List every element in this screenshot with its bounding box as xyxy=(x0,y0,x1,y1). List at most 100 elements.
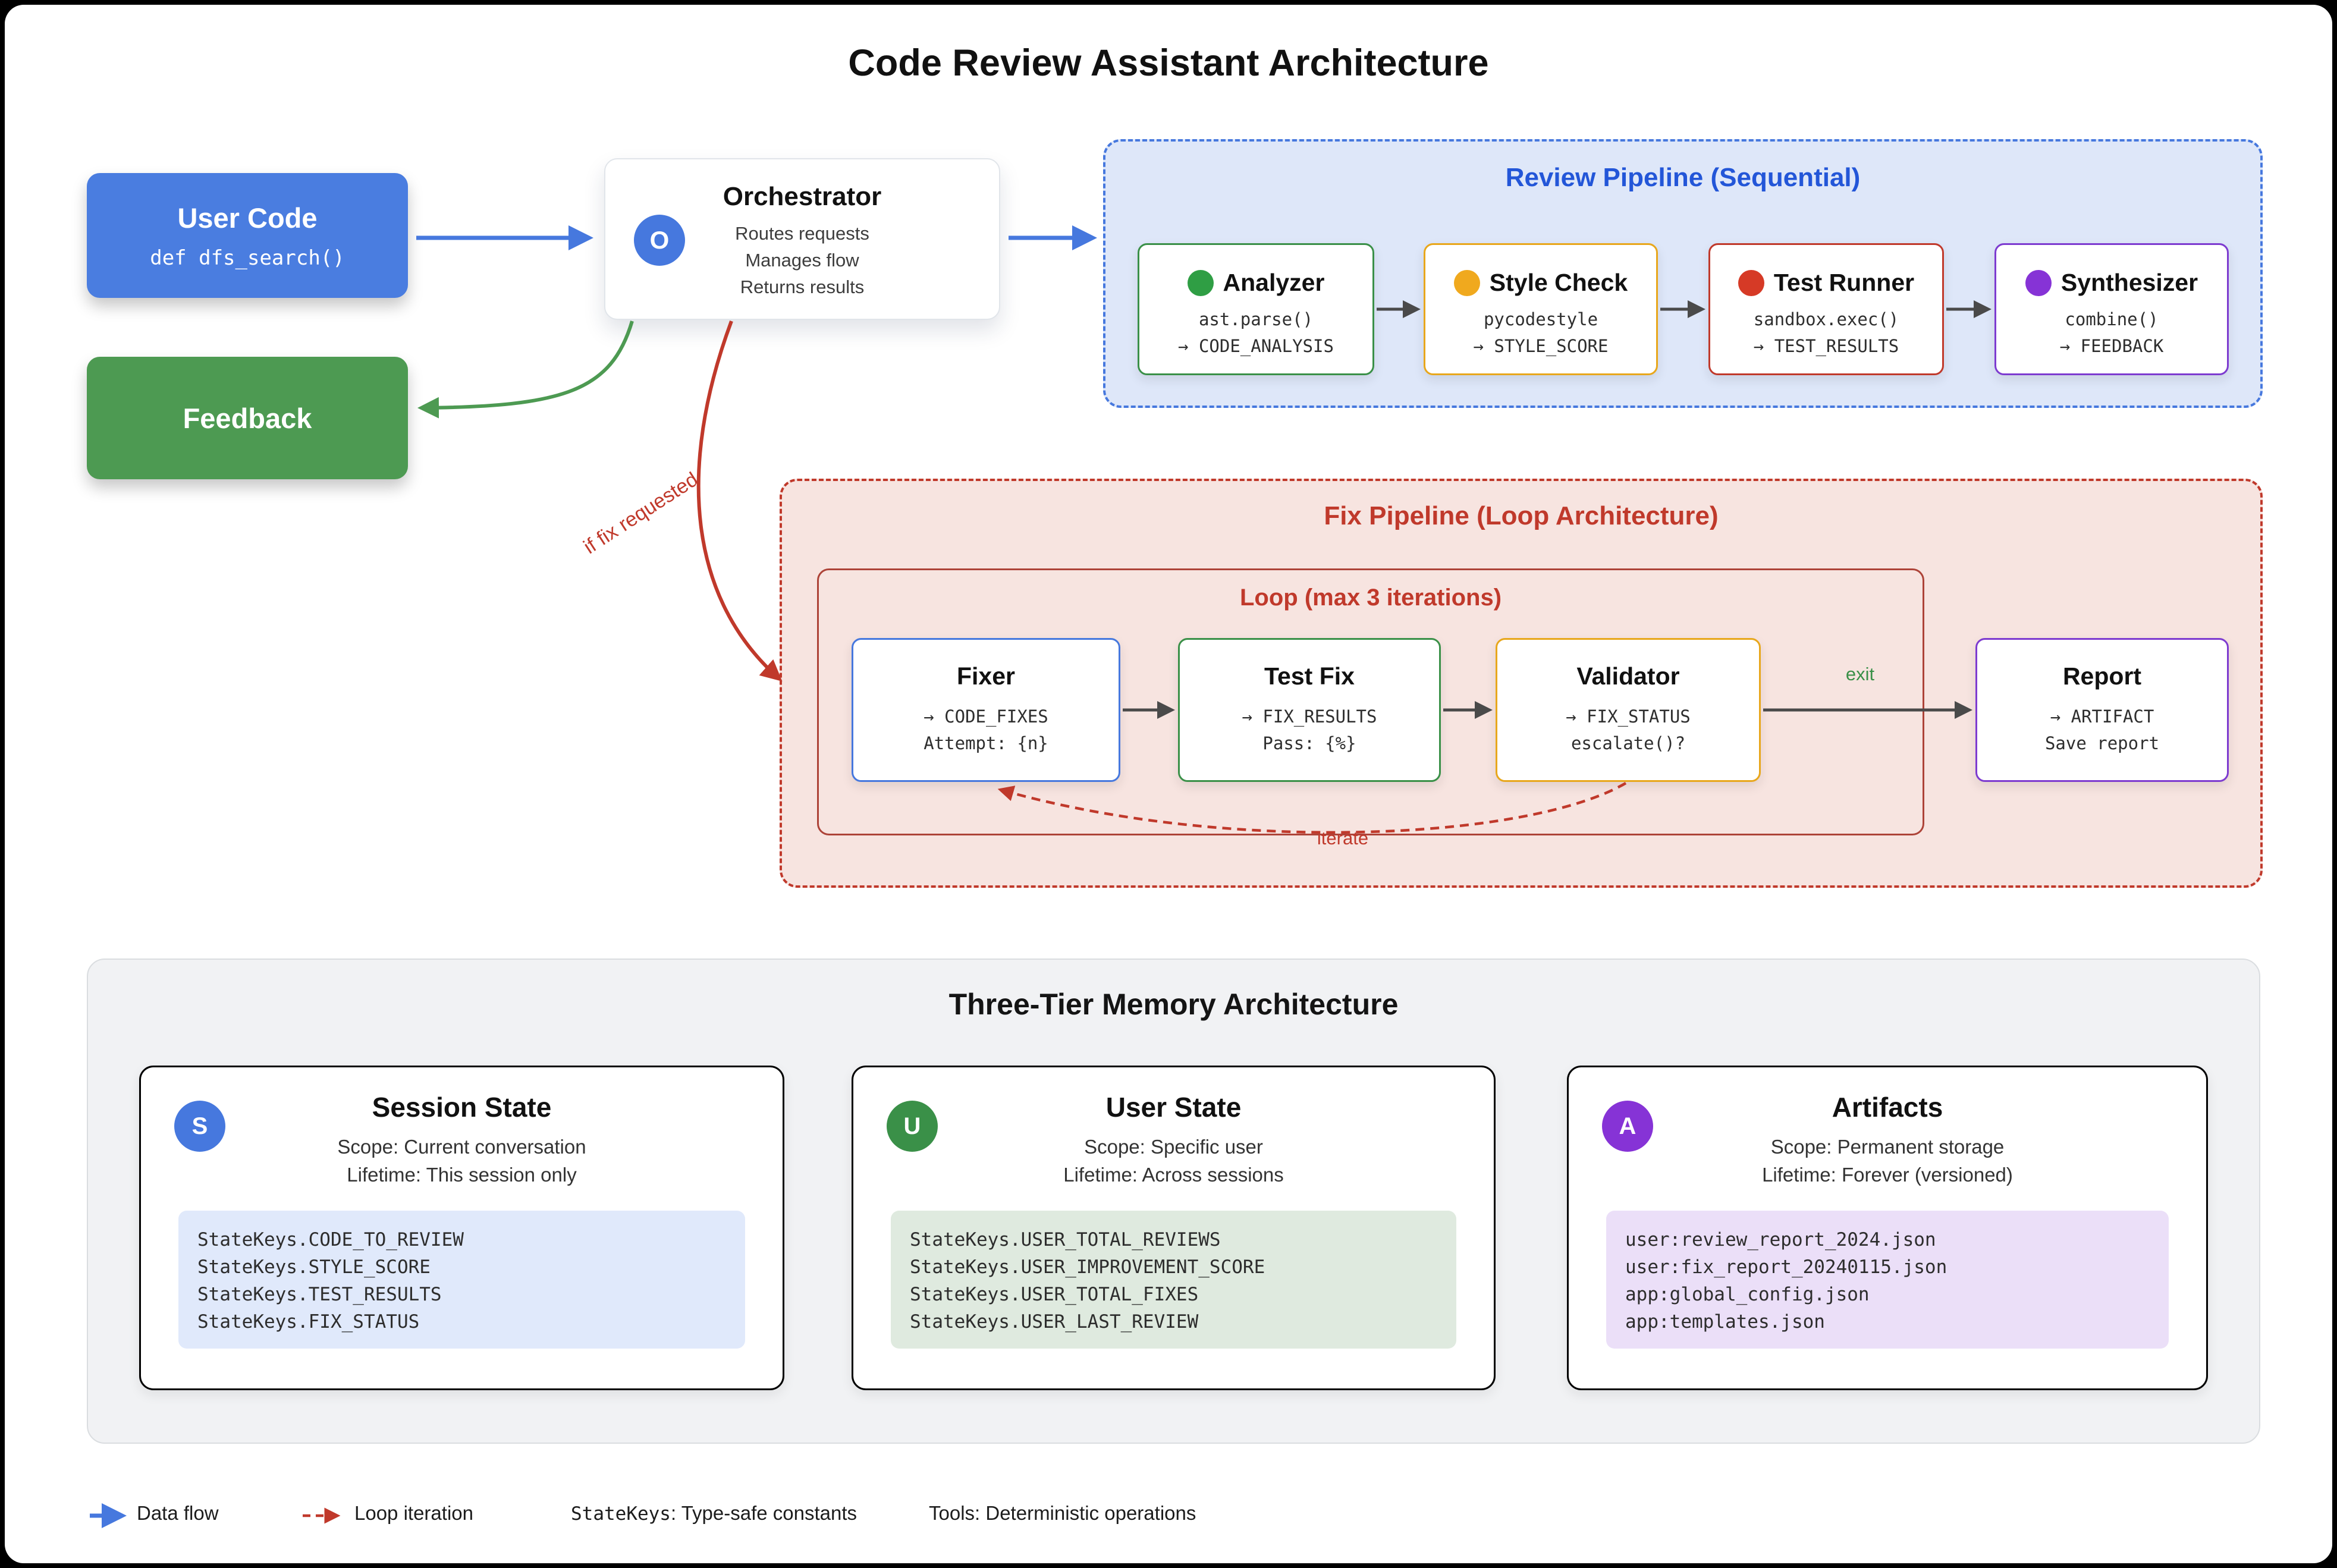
fixer-attempt: Attempt: {n} xyxy=(924,733,1048,753)
fix-pipeline-title: Fix Pipeline (Loop Architecture) xyxy=(1324,501,1719,530)
orchestrator-title: Orchestrator xyxy=(723,182,882,211)
orchestrator-to-fix-pipeline-arrow xyxy=(696,320,783,681)
style-check-dot-icon xyxy=(1453,269,1480,296)
validator-title: Validator xyxy=(1576,662,1680,690)
user-state-card: U User State Scope: Specific user Lifeti… xyxy=(852,1066,1496,1390)
state-key: StateKeys.USER_LAST_REVIEW xyxy=(910,1311,1199,1333)
test-runner-tool: sandbox.exec() xyxy=(1753,309,1899,329)
orchestrator-icon: O xyxy=(634,215,685,266)
orchestrator-line: Manages flow xyxy=(745,250,859,271)
exit-arrow-label: exit xyxy=(1845,664,1875,684)
iterate-arrow-label: iterate xyxy=(1317,828,1369,849)
synthesizer-output: → FEEDBACK xyxy=(2059,336,2164,356)
analyzer-title: Analyzer xyxy=(1223,269,1325,296)
validator-escalate: escalate()? xyxy=(1570,733,1686,753)
fixer-output: → CODE_FIXES xyxy=(924,706,1048,727)
artifact-file: user:review_report_2024.json xyxy=(1625,1229,1936,1250)
user-code-title: User Code xyxy=(177,202,318,234)
validator-node: Validator → FIX_STATUS escalate()? xyxy=(1496,638,1761,782)
state-key: StateKeys.USER_TOTAL_REVIEWS xyxy=(910,1229,1221,1250)
test-runner-title: Test Runner xyxy=(1773,269,1915,296)
style-check-header: Style Check xyxy=(1453,269,1628,297)
synthesizer-tool: combine() xyxy=(2065,309,2159,329)
report-title: Report xyxy=(2062,662,2142,690)
review-pipeline-title: Review Pipeline (Sequential) xyxy=(1505,163,1861,192)
state-key: StateKeys.STYLE_SCORE xyxy=(197,1256,431,1278)
user-code-snippet: def dfs_search() xyxy=(150,246,345,270)
session-title: Session State xyxy=(372,1092,552,1123)
artifact-file: app:templates.json xyxy=(1625,1311,1825,1333)
loop-title: Loop (max 3 iterations) xyxy=(1239,585,1502,611)
orchestrator-node: O Orchestrator Routes requests Manages f… xyxy=(604,158,1000,320)
user-code-node: User Code def dfs_search() xyxy=(87,173,408,298)
session-lifetime: Lifetime: This session only xyxy=(347,1164,577,1186)
style-check-title: Style Check xyxy=(1489,269,1628,296)
state-key: StateKeys.TEST_RESULTS xyxy=(197,1284,442,1305)
test-fix-pass: Pass: {%} xyxy=(1262,733,1356,753)
page-title: Code Review Assistant Architecture xyxy=(848,42,1489,84)
test-runner-output: → TEST_RESULTS xyxy=(1753,336,1899,356)
test-fix-node: Test Fix → FIX_RESULTS Pass: {%} xyxy=(1178,638,1441,782)
artifacts-card: A Artifacts Scope: Permanent storage Lif… xyxy=(1567,1066,2208,1390)
analyzer-node: Analyzer ast.parse() → CODE_ANALYSIS xyxy=(1138,243,1374,375)
orchestrator-line: Returns results xyxy=(740,276,865,297)
test-fix-title: Test Fix xyxy=(1264,662,1355,690)
artifacts-lifetime: Lifetime: Forever (versioned) xyxy=(1762,1164,2013,1186)
analyzer-dot-icon xyxy=(1187,269,1214,296)
session-keys-box: StateKeys.CODE_TO_REVIEW StateKeys.STYLE… xyxy=(178,1211,745,1349)
feedback-node: Feedback xyxy=(87,357,408,479)
artifacts-keys-box: user:review_report_2024.json user:fix_re… xyxy=(1606,1211,2169,1349)
artifacts-scope: Scope: Permanent storage xyxy=(1770,1136,2005,1158)
user-lifetime: Lifetime: Across sessions xyxy=(1063,1164,1284,1186)
legend-data-flow: Data flow xyxy=(137,1502,219,1524)
synthesizer-header: Synthesizer xyxy=(2025,269,2198,297)
legend-loop-iteration: Loop iteration xyxy=(354,1502,473,1524)
test-fix-output: → FIX_RESULTS xyxy=(1242,706,1377,727)
user-badge-icon: U xyxy=(887,1101,938,1152)
loop-container: Loop (max 3 iterations) xyxy=(817,568,1924,835)
session-badge-icon: S xyxy=(174,1101,225,1152)
legend-statekeys-term: StateKeys xyxy=(571,1503,671,1525)
state-key: StateKeys.FIX_STATUS xyxy=(197,1311,420,1333)
fixer-node: Fixer → CODE_FIXES Attempt: {n} xyxy=(852,638,1120,782)
feedback-title: Feedback xyxy=(183,402,312,434)
artifact-file: app:global_config.json xyxy=(1625,1284,1870,1305)
report-output: → ARTIFACT xyxy=(2050,706,2154,727)
validator-output: → FIX_STATUS xyxy=(1566,706,1691,727)
orchestrator-to-feedback-arrow xyxy=(417,320,634,419)
synthesizer-title: Synthesizer xyxy=(2060,269,2198,296)
legend-statekeys: StateKeys: Type-safe constants xyxy=(571,1502,857,1525)
legend-tools: Tools: Deterministic operations xyxy=(929,1502,1196,1524)
artifacts-badge-icon: A xyxy=(1602,1101,1653,1152)
if-fix-requested-label: if fix requested xyxy=(579,467,702,559)
analyzer-tool: ast.parse() xyxy=(1198,309,1314,329)
artifacts-title: Artifacts xyxy=(1832,1092,1943,1123)
artifact-file: user:fix_report_20240115.json xyxy=(1625,1256,1947,1278)
synthesizer-dot-icon xyxy=(2025,269,2052,296)
user-keys-box: StateKeys.USER_TOTAL_REVIEWS StateKeys.U… xyxy=(891,1211,1456,1349)
orchestrator-line: Routes requests xyxy=(735,223,869,244)
style-check-output: → STYLE_SCORE xyxy=(1473,336,1609,356)
test-runner-node: Test Runner sandbox.exec() → TEST_RESULT… xyxy=(1708,243,1944,375)
session-state-card: S Session State Scope: Current conversat… xyxy=(139,1066,784,1390)
memory-title: Three-Tier Memory Architecture xyxy=(948,988,1399,1021)
state-key: StateKeys.CODE_TO_REVIEW xyxy=(197,1229,464,1250)
diagram-canvas: Code Review Assistant Architecture User … xyxy=(5,5,2332,1563)
synthesizer-node: Synthesizer combine() → FEEDBACK xyxy=(1994,243,2229,375)
user-title: User State xyxy=(1105,1092,1242,1123)
analyzer-header: Analyzer xyxy=(1187,269,1325,297)
style-check-tool: pycodestyle xyxy=(1483,309,1598,329)
style-check-node: Style Check pycodestyle → STYLE_SCORE xyxy=(1424,243,1658,375)
user-scope: Scope: Specific user xyxy=(1084,1136,1263,1158)
test-runner-dot-icon xyxy=(1738,269,1764,296)
test-runner-header: Test Runner xyxy=(1738,269,1914,297)
fixer-title: Fixer xyxy=(957,662,1015,690)
state-key: StateKeys.USER_TOTAL_FIXES xyxy=(910,1284,1199,1305)
session-scope: Scope: Current conversation xyxy=(337,1136,586,1158)
report-save: Save report xyxy=(2044,733,2160,753)
analyzer-output: → CODE_ANALYSIS xyxy=(1178,336,1334,356)
legend-statekeys-desc: : Type-safe constants xyxy=(670,1502,857,1524)
report-node: Report → ARTIFACT Save report xyxy=(1975,638,2229,782)
state-key: StateKeys.USER_IMPROVEMENT_SCORE xyxy=(910,1256,1265,1278)
orchestrator-description: Routes requests Manages flow Returns res… xyxy=(605,220,999,300)
